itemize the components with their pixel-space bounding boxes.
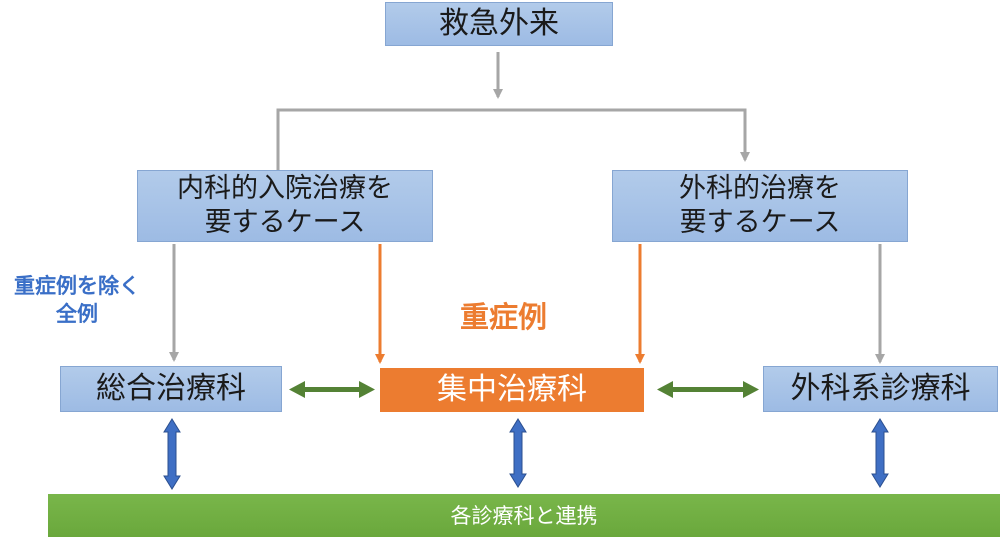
node-internal-case-line1: 内科的入院治療を xyxy=(177,173,393,204)
arrow-icu-bar-bidirectional xyxy=(509,418,527,488)
node-emergency-outpatient: 救急外来 xyxy=(385,2,613,46)
node-emergency-outpatient-label: 救急外来 xyxy=(439,6,559,41)
top-connector xyxy=(276,52,750,170)
node-surgical-case-line1: 外科的治療を xyxy=(679,173,841,204)
label-except-severe-line2: 全例 xyxy=(56,302,98,326)
label-except-severe-line1: 重症例を除く xyxy=(14,274,140,298)
label-except-severe: 重症例を除く 全例 xyxy=(2,272,152,328)
arrow-icu-surgery-bidirectional xyxy=(657,381,759,398)
node-surgical-case-line2: 要するケース xyxy=(679,207,841,238)
node-surgery-dept: 外科系診療科 xyxy=(763,366,998,412)
node-general-medicine-label: 総合治療科 xyxy=(96,371,246,406)
node-internal-case: 内科的入院治療を 要するケース xyxy=(137,170,433,242)
arrow-surgery-bar-bidirectional xyxy=(871,418,889,488)
arrow-general-icu-bidirectional xyxy=(289,381,375,398)
arrow-general-bar-bidirectional xyxy=(163,418,181,490)
node-icu: 集中治療科 xyxy=(380,368,644,412)
label-severe: 重症例 xyxy=(460,300,547,334)
node-internal-case-line2: 要するケース xyxy=(204,207,366,238)
node-icu-label: 集中治療科 xyxy=(437,372,587,407)
node-general-medicine: 総合治療科 xyxy=(60,366,282,412)
label-severe-text: 重症例 xyxy=(460,300,548,334)
node-surgery-dept-label: 外科系診療科 xyxy=(790,371,971,406)
bottom-collaboration-bar-label: 各診療科と連携 xyxy=(450,503,598,528)
node-surgical-case: 外科的治療を 要するケース xyxy=(612,170,908,242)
bottom-collaboration-bar: 各診療科と連携 xyxy=(48,494,1000,537)
